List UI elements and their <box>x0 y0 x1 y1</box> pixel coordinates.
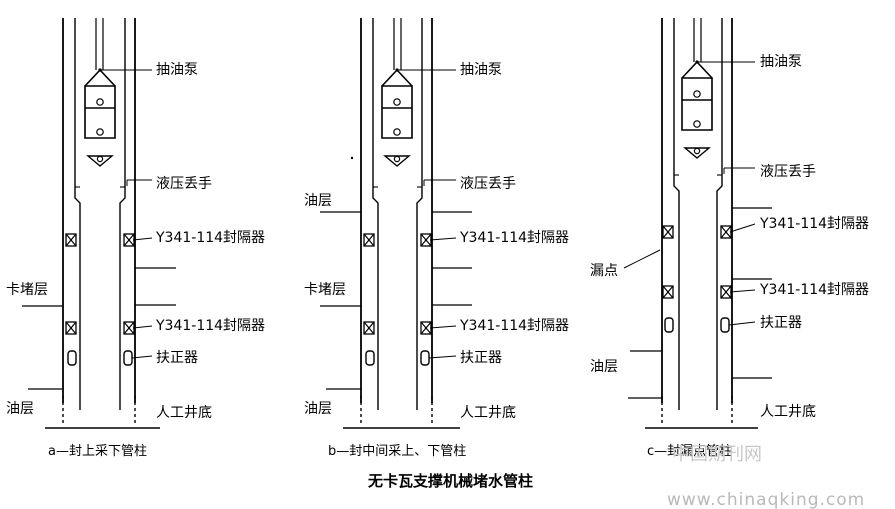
centralizer-icon <box>720 317 730 333</box>
caption-a: a—封上采下管柱 <box>48 444 147 459</box>
label-bottom: 人工井底 <box>156 405 212 421</box>
pump-icon <box>84 69 116 167</box>
diagram-c: 抽油泵 液压丢手 Y341-114封隔器 Y341-114封隔器 扶正器 漏点 … <box>590 18 869 459</box>
centralizer-icon <box>123 350 133 366</box>
label-oil-layer: 油层 <box>590 359 618 375</box>
label-oil-layer: 油层 <box>304 401 332 417</box>
packer-icon <box>65 233 77 247</box>
packer-icon <box>123 321 135 335</box>
label-packer: Y341-114封隔器 <box>155 230 265 246</box>
watermark-url: www.chinaqking.com <box>667 490 865 509</box>
caption-b: b—封中间采上、下管柱 <box>328 444 466 459</box>
packer-icon <box>363 321 375 335</box>
diagram-b: 抽油泵 液压丢手 Y341-114封隔器 Y341-114封隔器 扶正器 油层 … <box>304 18 569 459</box>
label-release: 液压丢手 <box>760 164 816 180</box>
label-packer: Y341-114封隔器 <box>759 282 869 298</box>
packer-icon <box>65 321 77 335</box>
label-packer: Y341-114封隔器 <box>459 230 569 246</box>
label-oil-layer: 油层 <box>6 401 34 417</box>
centralizer-icon <box>67 350 77 366</box>
label-centralizer: 扶正器 <box>760 315 802 331</box>
label-leak: 漏点 <box>590 263 618 279</box>
diagram-a: 抽油泵 液压丢手 Y341-114封隔器 Y341-114封隔器 扶正器 卡堵层… <box>6 18 265 459</box>
watermark-cn: 中国期刊网 <box>672 444 762 465</box>
label-oil-layer-top: 油层 <box>304 193 332 209</box>
label-bottom: 人工井底 <box>460 405 516 421</box>
label-release: 液压丢手 <box>460 176 516 192</box>
packer-icon <box>662 225 674 239</box>
pump-icon <box>381 69 413 167</box>
label-packer: Y341-114封隔器 <box>459 318 569 334</box>
centralizer-icon <box>664 317 674 333</box>
label-centralizer: 扶正器 <box>156 350 198 366</box>
centralizer-icon <box>365 350 375 366</box>
packer-icon <box>662 285 674 299</box>
caption-c: c—封漏点管柱 <box>647 443 732 459</box>
label-centralizer: 扶正器 <box>460 350 502 366</box>
figure-title: 无卡瓦支撑机械堵水管柱 <box>367 472 533 490</box>
label-packer: Y341-114封隔器 <box>759 216 869 232</box>
packer-icon <box>420 233 432 247</box>
label-pump: 抽油泵 <box>156 62 198 78</box>
label-pump: 抽油泵 <box>460 62 502 78</box>
label-bottom: 人工井底 <box>760 404 816 420</box>
packer-icon <box>720 225 732 239</box>
label-release: 液压丢手 <box>156 176 212 192</box>
label-packer: Y341-114封隔器 <box>155 318 265 334</box>
packer-icon <box>123 233 135 247</box>
label-plug-layer: 卡堵层 <box>304 282 346 298</box>
packer-icon <box>420 321 432 335</box>
label-pump: 抽油泵 <box>760 54 802 70</box>
packer-icon <box>720 285 732 299</box>
centralizer-icon <box>420 350 430 366</box>
pump-icon <box>681 61 713 159</box>
label-plug-layer: 卡堵层 <box>6 282 48 298</box>
packer-icon <box>363 233 375 247</box>
